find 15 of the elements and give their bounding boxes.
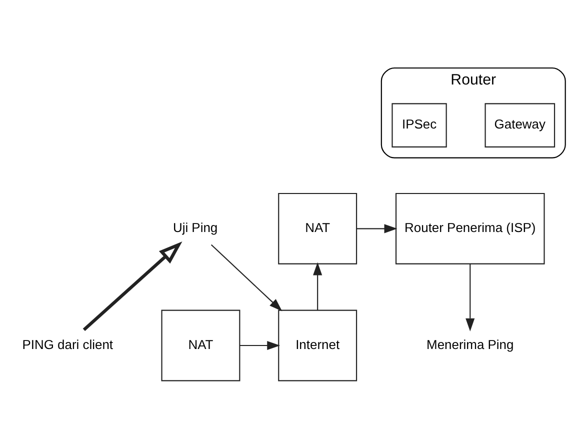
arrow xyxy=(356,224,398,234)
arrow xyxy=(210,244,282,312)
arrow xyxy=(313,262,322,310)
node-box: Gateway xyxy=(484,103,556,148)
arrow xyxy=(240,340,280,350)
arrow xyxy=(466,264,475,332)
node-box: NAT xyxy=(278,192,358,264)
node-text: Menerima Ping xyxy=(426,336,514,352)
node-box: NAT xyxy=(161,310,240,382)
arrow xyxy=(82,241,182,331)
node-text: PING dari client xyxy=(22,336,114,352)
node-box: Internet xyxy=(278,310,358,382)
node-text: Uji Ping xyxy=(172,220,218,236)
node-box: Router Penerima (ISP) xyxy=(395,192,545,264)
node-box: IPSec xyxy=(392,103,447,148)
